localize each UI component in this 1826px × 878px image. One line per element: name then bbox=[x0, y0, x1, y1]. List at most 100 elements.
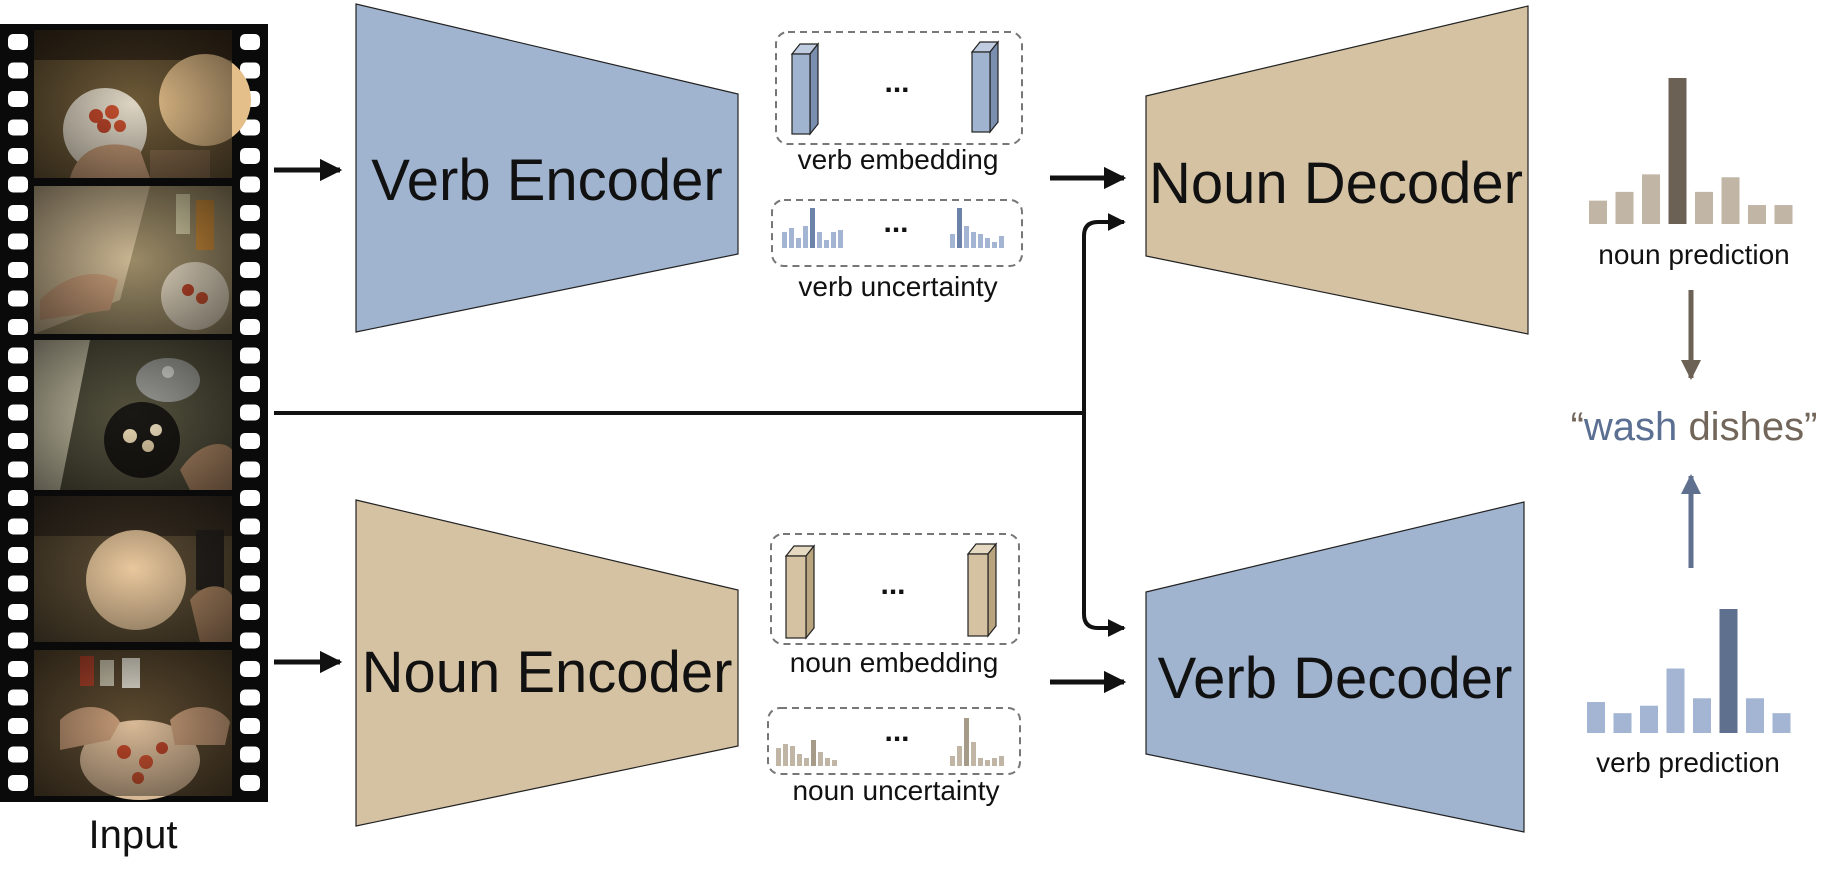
sprocket-hole bbox=[8, 376, 28, 392]
frame-dough-plate bbox=[34, 496, 232, 642]
verb-prediction-histogram bbox=[1587, 609, 1791, 733]
prediction-bar bbox=[1666, 668, 1685, 733]
skip-to-verb-decoder-arrow bbox=[1082, 413, 1126, 637]
sprocket-hole bbox=[8, 575, 28, 592]
noun-embedding-caption: noun embedding bbox=[790, 647, 999, 678]
verb-uncertainty-histogram-last bbox=[950, 208, 1004, 248]
noun-uncertainty-histogram-first bbox=[776, 740, 837, 766]
output-verb-word: wash bbox=[1583, 405, 1677, 449]
frame-stove-pan bbox=[34, 340, 232, 490]
sprocket-hole bbox=[240, 319, 260, 335]
output-close-quote: ” bbox=[1804, 405, 1817, 449]
sprocket-hole bbox=[8, 718, 28, 734]
prediction-bar bbox=[1695, 191, 1713, 224]
sprocket-hole bbox=[240, 547, 260, 563]
sprocket-hole bbox=[8, 689, 28, 706]
verb-uncertainty-box bbox=[771, 199, 1023, 267]
sprocket-hole bbox=[8, 347, 28, 364]
output-open-quote: “ bbox=[1571, 405, 1584, 449]
sprocket-hole bbox=[240, 632, 260, 649]
noun-prediction-histogram bbox=[1589, 78, 1793, 224]
verb-prediction-caption: verb prediction bbox=[1596, 747, 1780, 778]
sprocket-hole bbox=[8, 91, 28, 107]
sprocket-hole bbox=[8, 176, 28, 193]
sprocket-hole bbox=[8, 34, 28, 50]
sprocket-hole bbox=[8, 233, 28, 250]
verb-encoder-label: Verb Encoder bbox=[371, 148, 722, 213]
sprocket-hole bbox=[240, 689, 260, 706]
prediction-bar bbox=[1587, 702, 1605, 733]
sprocket-hole bbox=[240, 746, 260, 763]
sprocket-hole bbox=[8, 461, 28, 478]
sprocket-hole bbox=[8, 262, 28, 278]
prediction-bar bbox=[1748, 205, 1766, 224]
sprocket-hole bbox=[8, 518, 28, 535]
prediction-bar bbox=[1640, 705, 1658, 733]
prediction-bar bbox=[1693, 698, 1711, 733]
prediction-bar bbox=[1746, 698, 1764, 733]
noun-encoder-label: Noun Encoder bbox=[362, 640, 733, 705]
verb-decoder-label: Verb Decoder bbox=[1158, 646, 1513, 711]
sprocket-hole bbox=[240, 119, 260, 136]
input-label: Input bbox=[89, 813, 178, 857]
frame-pizza-topping bbox=[34, 650, 232, 800]
noun-uncertainty-caption: noun uncertainty bbox=[792, 775, 999, 806]
verb-embedding-ellipsis: ... bbox=[884, 66, 909, 99]
sprocket-hole bbox=[240, 718, 260, 734]
sprocket-hole bbox=[240, 404, 260, 421]
prediction-bar bbox=[1589, 200, 1607, 224]
prediction-bar bbox=[1613, 713, 1632, 733]
frame-counter-reaching bbox=[34, 186, 232, 334]
prediction-bar bbox=[1668, 78, 1687, 224]
sprocket-hole bbox=[8, 490, 28, 506]
prediction-bar bbox=[1774, 205, 1793, 224]
sprocket-hole bbox=[240, 490, 260, 506]
sprocket-hole bbox=[8, 319, 28, 335]
sprocket-hole bbox=[240, 575, 260, 592]
sprocket-hole bbox=[8, 62, 28, 79]
sprocket-hole bbox=[240, 461, 260, 478]
sprocket-holes-right bbox=[240, 34, 260, 791]
sprocket-hole bbox=[240, 661, 260, 677]
sprocket-hole bbox=[240, 62, 260, 79]
noun-embedding-box bbox=[770, 533, 1020, 645]
noun-encoder-block bbox=[355, 499, 739, 827]
noun-decoder-block bbox=[1145, 5, 1529, 335]
noun-uncertainty-histogram-last bbox=[950, 718, 1004, 766]
sprocket-hole bbox=[240, 34, 260, 50]
sprocket-hole bbox=[8, 547, 28, 563]
prediction-bar bbox=[1719, 609, 1738, 733]
verb-uncertainty-histogram-first bbox=[782, 208, 843, 248]
sprocket-hole bbox=[240, 376, 260, 392]
noun-embedding-vector-first bbox=[784, 544, 816, 640]
sprocket-hole bbox=[240, 604, 260, 620]
noun-embedding-vector-last bbox=[966, 542, 998, 638]
output-action-text: “wash dishes” bbox=[1571, 405, 1818, 449]
prediction-bar bbox=[1721, 177, 1740, 224]
output-noun-word: dishes bbox=[1688, 405, 1804, 449]
sprocket-hole bbox=[8, 746, 28, 763]
verb-uncertainty-ellipsis: ... bbox=[883, 206, 908, 239]
sprocket-hole bbox=[240, 775, 260, 791]
verb-embedding-box bbox=[775, 31, 1023, 145]
sprocket-hole bbox=[8, 661, 28, 677]
prediction-bar bbox=[1642, 174, 1660, 224]
verb-embedding-vector-first bbox=[790, 42, 820, 136]
sprocket-hole bbox=[8, 632, 28, 649]
sprocket-hole bbox=[240, 148, 260, 164]
noun-decoder-label: Noun Decoder bbox=[1149, 151, 1523, 216]
sprocket-hole bbox=[8, 148, 28, 164]
noun-uncertainty-ellipsis: ... bbox=[884, 715, 909, 748]
sprocket-hole bbox=[240, 205, 260, 221]
prediction-bar bbox=[1772, 713, 1791, 733]
sprocket-hole bbox=[240, 518, 260, 535]
sprocket-hole bbox=[8, 433, 28, 449]
noun-embedding-ellipsis: ... bbox=[880, 568, 905, 601]
verb-decoder-block bbox=[1145, 501, 1525, 833]
sprocket-hole bbox=[240, 347, 260, 364]
sprocket-hole bbox=[8, 119, 28, 136]
prediction-bar bbox=[1615, 191, 1634, 224]
verb-embedding-caption: verb embedding bbox=[798, 144, 999, 175]
sprocket-hole bbox=[240, 176, 260, 193]
verb-encoder-block bbox=[355, 3, 739, 333]
